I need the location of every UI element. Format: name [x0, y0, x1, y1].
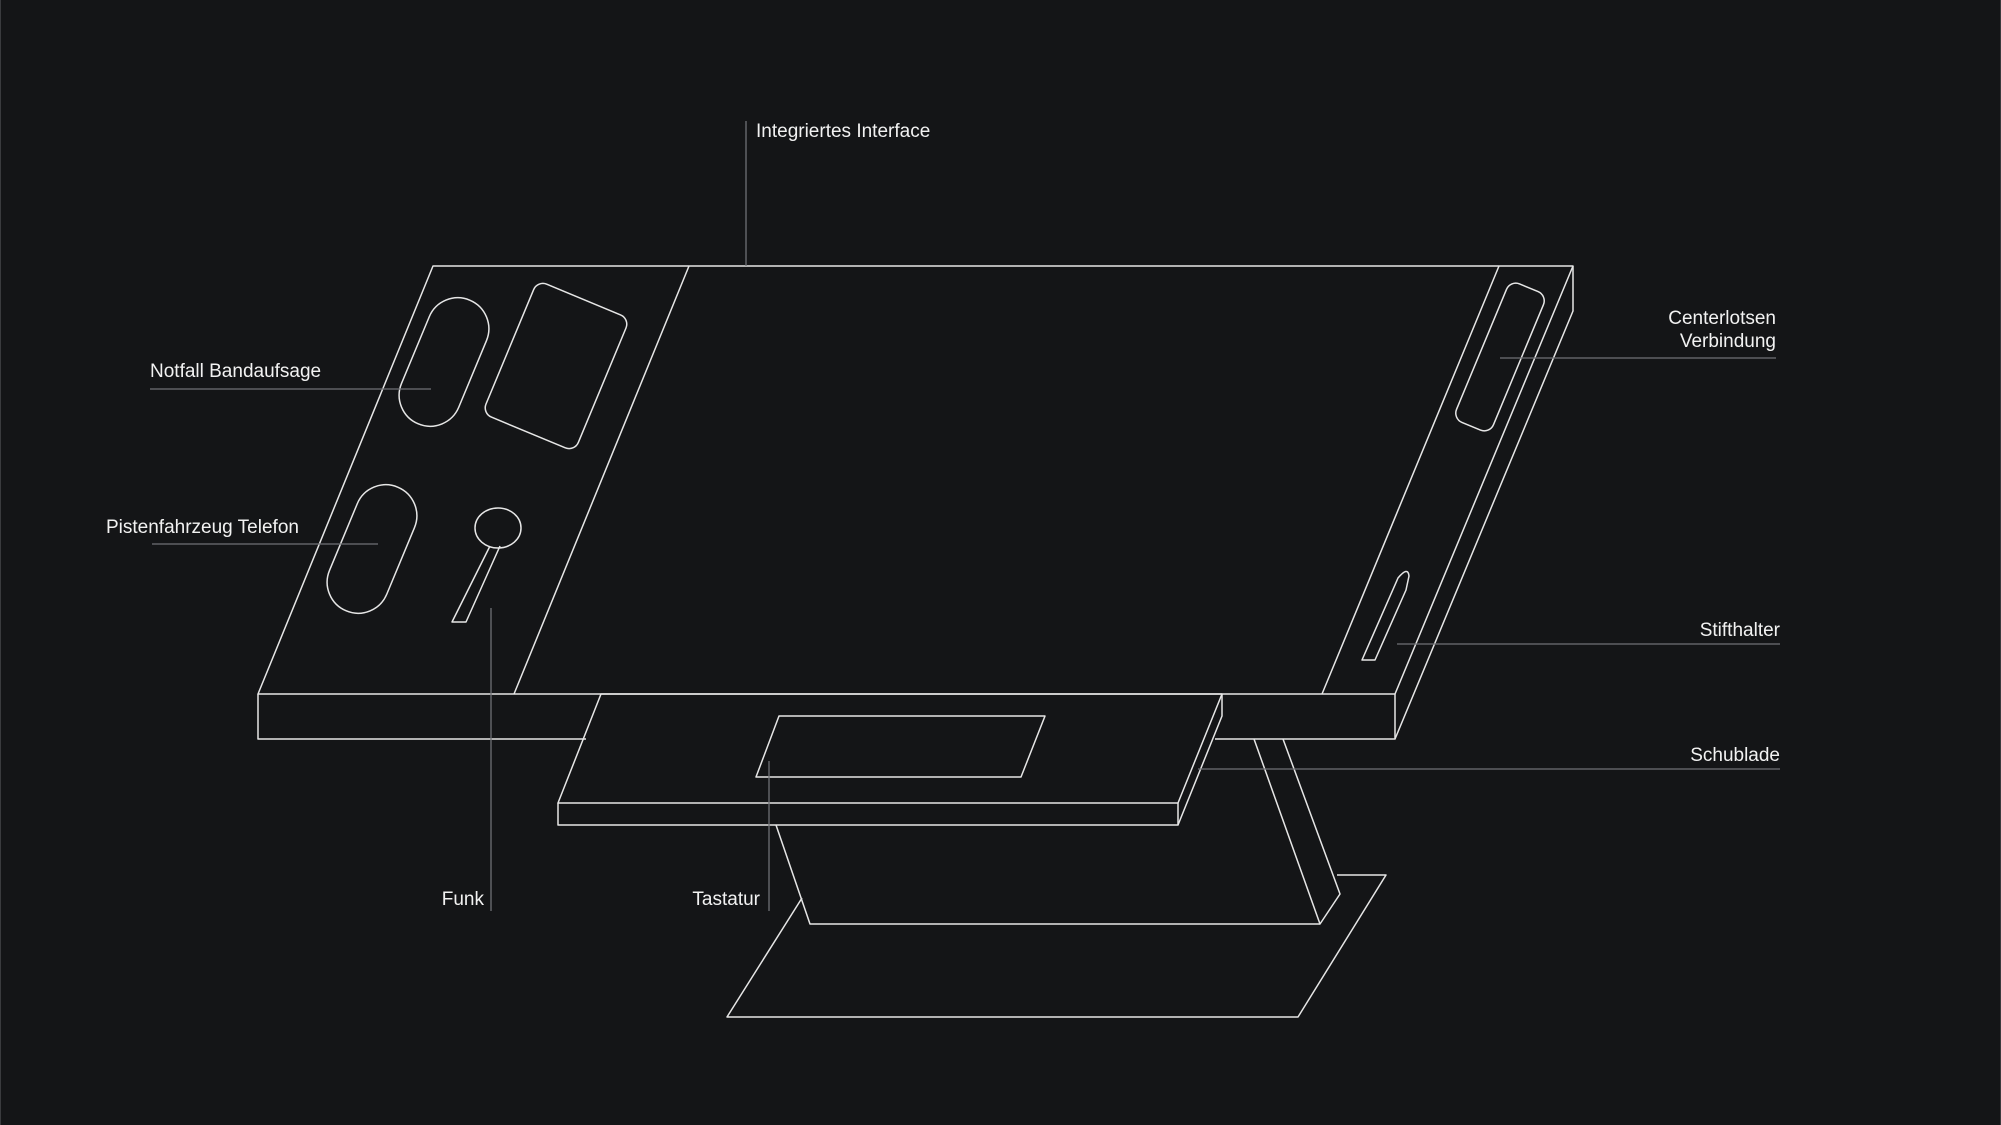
leader-lines	[150, 121, 1780, 911]
console-top	[257, 265, 1574, 740]
drawer-top-surface	[557, 693, 1223, 804]
left-panel-divider	[513, 265, 690, 695]
label-centerlotsen-line2: Verbindung	[1680, 331, 1776, 352]
label-integrated-interface: Integriertes Interface	[756, 121, 930, 142]
label-notfall-bandaufsage: Notfall Bandaufsage	[150, 361, 321, 382]
stifthalter-slot	[1361, 570, 1410, 661]
top-front-face-right	[1215, 694, 1396, 740]
drawer-side-face	[1177, 694, 1223, 826]
keyboard-tastatur	[755, 715, 1046, 778]
label-centerlotsen-line1: Centerlotsen	[1668, 308, 1776, 329]
centerlotsen-verbindung-slot	[1455, 282, 1545, 432]
right-panel-divider	[1321, 265, 1500, 695]
console-base	[726, 738, 1387, 1018]
drawer-front-face	[557, 803, 1179, 826]
funk-microphone-head	[474, 507, 522, 549]
label-funk: Funk	[442, 889, 485, 910]
labels: Integriertes Interface Notfall Bandaufsa…	[106, 121, 1781, 910]
right-panel	[1361, 282, 1545, 661]
floor-base-plate	[726, 874, 1387, 1018]
pistenfahrzeug-telefon-slot	[326, 484, 418, 614]
left-panel	[326, 282, 628, 623]
front-leg	[775, 824, 1320, 925]
label-schublade: Schublade	[1690, 745, 1780, 766]
top-front-face-left	[257, 694, 586, 740]
label-stifthalter: Stifthalter	[1700, 620, 1781, 641]
drawer	[557, 693, 1223, 826]
top-side-face	[1394, 266, 1574, 740]
label-pistenfahrzeug-telefon: Pistenfahrzeug Telefon	[106, 517, 299, 538]
display-module	[484, 282, 628, 450]
rear-leg	[1253, 738, 1341, 925]
label-tastatur: Tastatur	[692, 889, 760, 910]
funk-microphone-stem	[451, 545, 501, 623]
notfall-bandaufsage-slot	[398, 297, 490, 427]
